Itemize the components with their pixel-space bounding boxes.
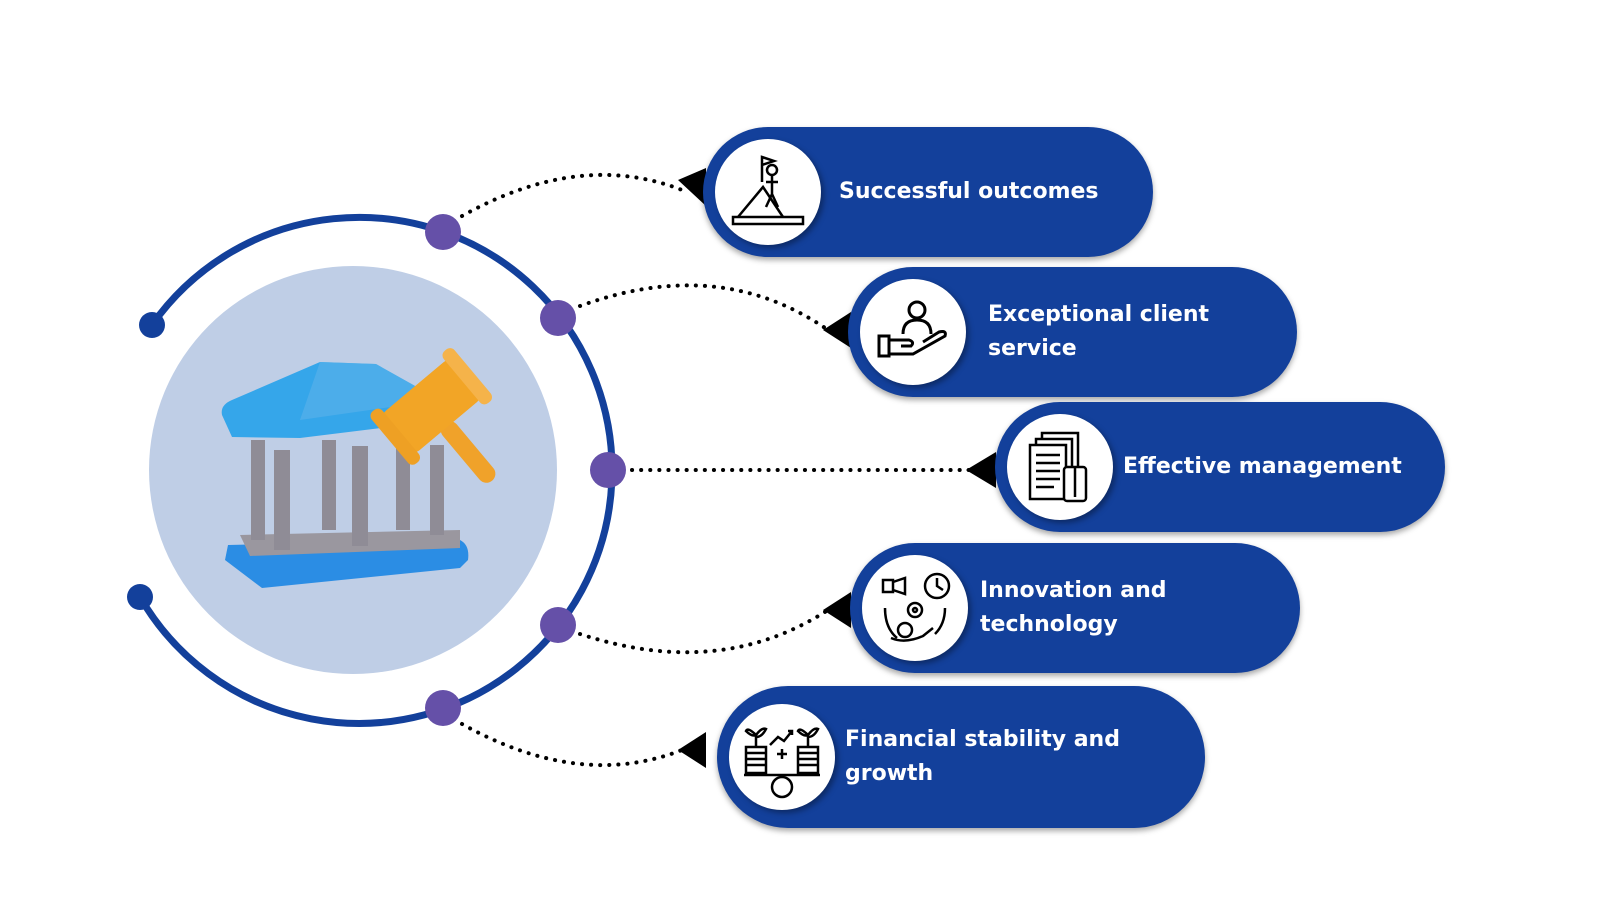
connector-2	[578, 283, 830, 332]
item-effective-management: Effective management	[995, 402, 1445, 532]
innovation-gear-clock-icon	[862, 555, 968, 661]
hand-holding-person-icon	[860, 279, 966, 385]
arrow-2	[823, 312, 851, 348]
documents-icon	[1007, 414, 1113, 520]
arrow-1	[678, 168, 706, 206]
connector-4	[578, 608, 830, 655]
item-label: Effective management	[1123, 454, 1402, 479]
item-exceptional-client-service: Exceptional client service	[848, 267, 1297, 397]
arrow-3	[966, 452, 996, 488]
coins-plants-balance-icon	[729, 704, 835, 810]
item-label: Successful outcomes	[839, 179, 1099, 204]
item-label: Innovation and technology	[980, 578, 1167, 637]
connector-5	[460, 722, 684, 768]
mountain-summit-flag-icon	[715, 139, 821, 245]
item-successful-outcomes: Successful outcomes	[703, 127, 1153, 257]
courthouse-gavel-icon	[221, 348, 496, 588]
connector-1	[460, 172, 684, 218]
item-label: Financial stability and growth	[845, 727, 1120, 786]
node-1	[425, 214, 461, 250]
node-4	[540, 607, 576, 643]
node-3	[590, 452, 626, 488]
arc-end-dot	[127, 584, 153, 610]
arrow-4	[823, 592, 851, 628]
arrow-5	[678, 732, 706, 768]
item-innovation-and-technology: Innovation and technology	[850, 543, 1300, 673]
arc-start-dot	[139, 312, 165, 338]
item-financial-stability-growth: Financial stability and growth	[717, 686, 1205, 828]
node-2	[540, 300, 576, 336]
item-label: Exceptional client service	[988, 302, 1210, 361]
node-5	[425, 690, 461, 726]
